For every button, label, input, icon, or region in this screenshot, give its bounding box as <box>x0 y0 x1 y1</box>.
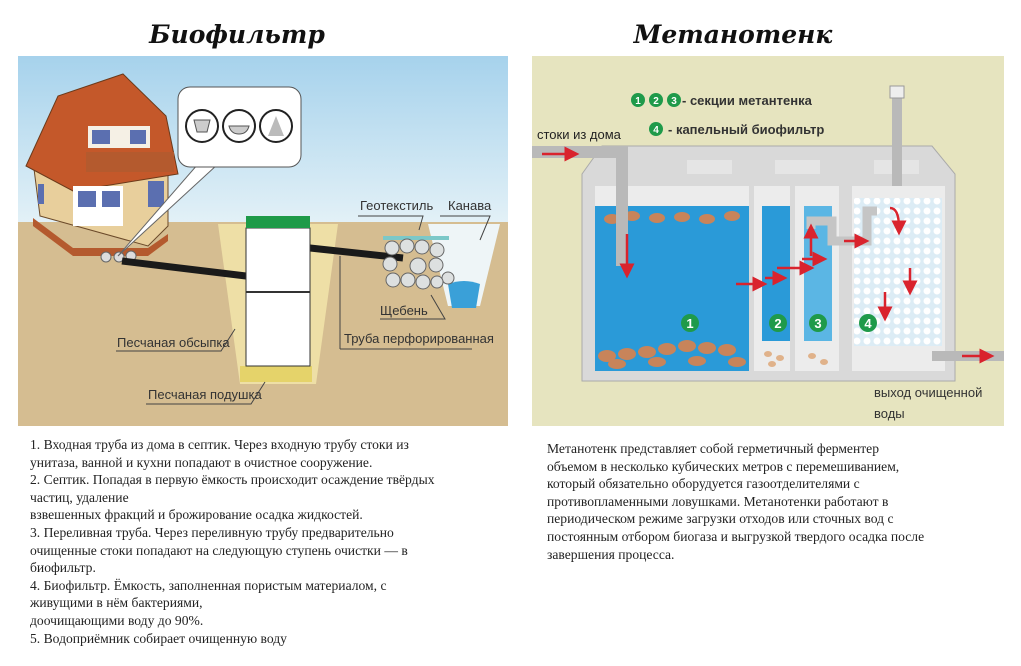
biofilter-title: Биофильтр <box>149 20 325 49</box>
gravel-label: Щебень <box>380 303 428 318</box>
inlet-pipe <box>121 257 247 280</box>
outflow-label-2: воды <box>874 406 905 421</box>
legend-num-4: 4 <box>653 125 659 136</box>
fixtures-bubble <box>117 86 302 257</box>
inlet-pipe <box>532 146 628 266</box>
methane-tank-description: Метанотенк представляет собой герметичны… <box>547 441 925 562</box>
methane-tank-diagram: 1 2 3 4 1 2 3 4 - секции метантенка - ка… <box>532 56 1004 426</box>
gravel-bed <box>382 236 455 290</box>
sand-cushion-label: Песчаная подушка <box>148 387 262 402</box>
legend-num-2: 2 <box>653 96 659 107</box>
legend-biofilter-label: - капельный биофильтр <box>668 122 824 137</box>
sand-fill-label: Песчаная обсыпка <box>117 335 230 350</box>
biofilter-diagram: Геотекстиль Канава Щебень Труба перфорир… <box>18 56 508 426</box>
house <box>25 73 179 263</box>
perforated-pipe <box>309 244 404 262</box>
ditch <box>428 224 500 306</box>
legend-sections-label: - секции метантенка <box>682 93 813 108</box>
inflow-label: стоки из дома <box>537 127 622 142</box>
section-2-number: 2 <box>774 316 781 331</box>
overflow-pipe <box>806 206 877 246</box>
geotextile-label: Геотекстиль <box>360 198 434 213</box>
legend-num-1: 1 <box>635 96 641 107</box>
outflow-label-1: выход очищенной <box>874 385 982 400</box>
perforated-pipe-label: Труба перфорированная <box>344 331 494 346</box>
sand-cushion <box>240 366 312 382</box>
section-4-number: 4 <box>864 316 872 331</box>
methane-tank-title: Метанотенк <box>633 20 833 49</box>
ditch-label: Канава <box>448 198 492 213</box>
biofilter-description: 1. Входная труба из дома в септик. Через… <box>30 437 435 646</box>
section-3-number: 3 <box>814 316 821 331</box>
legend-num-3: 3 <box>671 96 677 107</box>
septic-tank <box>245 227 311 367</box>
section-1-number: 1 <box>686 316 693 331</box>
